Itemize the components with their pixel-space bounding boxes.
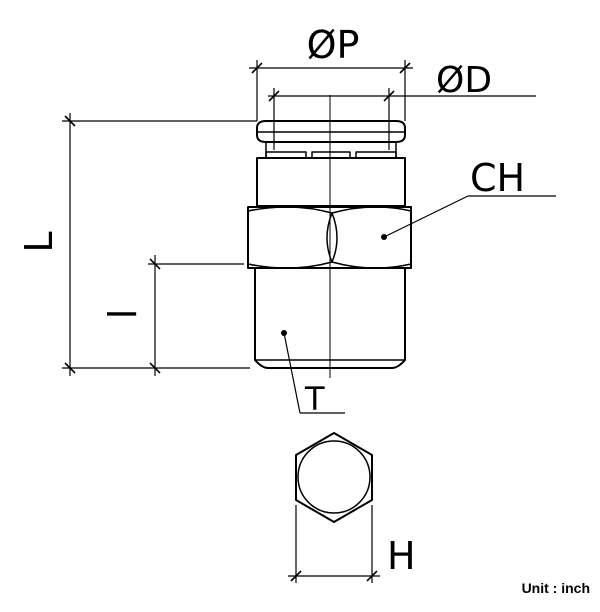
release-ring bbox=[256, 120, 406, 159]
upper-body bbox=[256, 157, 406, 207]
label-H: H bbox=[387, 534, 416, 578]
dim-L bbox=[62, 113, 257, 376]
leader-t bbox=[283, 332, 345, 414]
leader-ch bbox=[383, 195, 556, 238]
dimension-lines bbox=[62, 60, 556, 414]
dim-od bbox=[268, 88, 536, 150]
unit-note: Unit : inch bbox=[521, 580, 590, 596]
dim-l bbox=[148, 255, 244, 376]
label-L: L bbox=[17, 231, 61, 252]
label-T: T bbox=[304, 380, 325, 418]
dim-H bbox=[288, 505, 380, 583]
label-op: ØP bbox=[307, 23, 360, 67]
fitting-side-view bbox=[247, 95, 412, 378]
leader-ch-dot bbox=[381, 234, 387, 240]
label-ch: CH bbox=[470, 156, 525, 200]
dim-op bbox=[249, 60, 413, 121]
label-l: l bbox=[101, 309, 145, 320]
label-od: ØD bbox=[436, 60, 492, 101]
leader-t-dot bbox=[281, 330, 287, 336]
hex-end-view bbox=[295, 432, 373, 523]
hex-nut-section bbox=[247, 206, 412, 269]
